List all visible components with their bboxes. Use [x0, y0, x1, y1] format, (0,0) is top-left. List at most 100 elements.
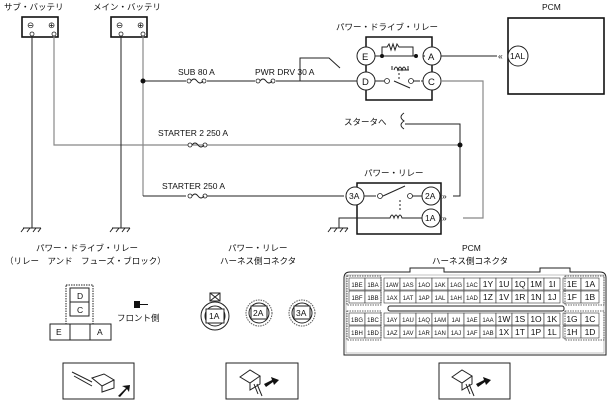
- pdr-connector-title: パワー・ドライブ・リレー: [36, 243, 138, 254]
- pr-connector-title: パワー・リレー: [228, 244, 288, 254]
- pcm-pin-1bd: 1BD: [364, 325, 382, 339]
- pcm-pin-1bf: 1BF: [348, 290, 366, 304]
- pcm-pin-1az: 1AZ: [383, 325, 401, 339]
- pcm-pin-1ad: 1AD: [463, 290, 481, 304]
- svg-text:1AU: 1AU: [402, 318, 414, 324]
- pcm-pin-1aq: 1AQ: [415, 312, 433, 326]
- svg-text:1G: 1G: [566, 314, 577, 324]
- main-battery-negative-icon: ⊖: [116, 21, 123, 31]
- pcm-pin-1ag: 1AG: [447, 277, 465, 291]
- svg-text:1AL: 1AL: [435, 296, 446, 302]
- svg-text:D: D: [362, 77, 369, 88]
- pcm-pin-group: [564, 275, 605, 306]
- starter2-wire: [53, 36, 460, 146]
- pcm-pin-1ay: 1AY: [383, 312, 401, 326]
- svg-text:1Q: 1Q: [514, 279, 526, 289]
- pdr-connector-subtitle: （リレー アンド フューズ・ブロック）: [5, 256, 166, 267]
- svg-text:1AE: 1AE: [466, 318, 477, 324]
- svg-text:1C: 1C: [585, 314, 596, 324]
- pcm-pin-1z: 1Z: [479, 290, 497, 304]
- svg-text:1Z: 1Z: [483, 292, 493, 302]
- pcm-pin-1ap: 1AP: [415, 290, 433, 304]
- pcm-pin-1ab: 1AB: [479, 325, 497, 339]
- pcm-pin-1d: 1D: [580, 325, 600, 339]
- sub-battery: ⊖ ⊕: [21, 16, 59, 38]
- junction-dot: [457, 142, 463, 148]
- pcm-pin-1ar: 1AR: [415, 325, 433, 339]
- pcm-pin-1bh: 1BH: [348, 325, 366, 339]
- svg-text:A: A: [97, 327, 103, 337]
- svg-text:1W: 1W: [498, 314, 511, 324]
- pcm-pin-1h: 1H: [562, 325, 582, 339]
- sub-battery-label: サブ・バッテリ: [4, 2, 64, 13]
- svg-text:1M: 1M: [530, 279, 542, 289]
- svg-text:1AZ: 1AZ: [386, 331, 397, 337]
- power-relay-title: パワー・リレー: [364, 169, 424, 179]
- pcm-pin-group: [564, 310, 605, 341]
- svg-text:1AJ: 1AJ: [451, 331, 461, 337]
- fuse-starter-icon: [187, 193, 208, 199]
- terminal-1a: 1A »: [421, 208, 447, 228]
- terminal-2a: 2A »: [421, 186, 447, 206]
- pcm-pin-1n: 1N: [527, 290, 545, 304]
- svg-text:1AK: 1AK: [434, 283, 445, 289]
- svg-text:1AL: 1AL: [510, 51, 525, 61]
- pcm-pin-1bc: 1BC: [364, 312, 382, 326]
- pcm-pin-1aw: 1AW: [383, 277, 401, 291]
- svg-text:1A: 1A: [209, 311, 220, 321]
- svg-text:1AP: 1AP: [418, 296, 429, 302]
- svg-text:1T: 1T: [515, 327, 525, 337]
- pcm-pin-1f: 1F: [562, 290, 582, 304]
- svg-text:1S: 1S: [515, 314, 526, 324]
- pcm-pin-1a: 1A: [580, 277, 600, 291]
- svg-text:2A: 2A: [253, 308, 264, 318]
- svg-text:A: A: [428, 52, 435, 63]
- pcm-pin-1m: 1M: [527, 277, 545, 291]
- svg-text:1N: 1N: [531, 292, 542, 302]
- power-drive-relay: [365, 36, 433, 101]
- pcm-pin-1ah: 1AH: [447, 290, 465, 304]
- fuse-pwrdrv30-label: PWR DRV 30 A: [255, 67, 315, 77]
- svg-text:2A: 2A: [425, 191, 436, 201]
- svg-text:1B: 1B: [585, 292, 596, 302]
- pdr-connector: D C E A: [49, 284, 112, 341]
- main-battery: ⊖ ⊕: [110, 16, 148, 38]
- pcm-pin-1bb: 1BB: [364, 290, 382, 304]
- svg-text:1O: 1O: [530, 314, 542, 324]
- main-battery-positive-icon: ⊕: [137, 21, 144, 31]
- pr-connector-view-icon: [225, 362, 299, 400]
- svg-text:E: E: [362, 52, 368, 63]
- svg-text:1P: 1P: [531, 327, 542, 337]
- pcm-pin-1au: 1AU: [399, 312, 417, 326]
- svg-text:1AY: 1AY: [387, 318, 398, 324]
- pcm-pin-1ba: 1BA: [364, 277, 382, 291]
- fuse-sub80-label: SUB 80 A: [178, 67, 215, 77]
- svg-text:C: C: [77, 305, 83, 315]
- pcm-pin-1o: 1O: [527, 312, 545, 326]
- fuse-starter2-label: STARTER 2 250 A: [158, 128, 228, 138]
- pcm-pin-1t: 1T: [511, 325, 529, 339]
- sub-battery-positive-icon: ⊕: [48, 21, 55, 31]
- svg-text:1AF: 1AF: [466, 331, 477, 337]
- svg-text:1Y: 1Y: [483, 279, 494, 289]
- pcm-pin-1ai: 1AI: [447, 312, 465, 326]
- svg-text:1D: 1D: [585, 327, 596, 337]
- ground-icon: [109, 227, 131, 233]
- pcm-terminal-1al: « 1AL: [498, 45, 529, 67]
- svg-text:1AM: 1AM: [434, 318, 446, 324]
- pcm-title: PCM: [542, 2, 561, 12]
- svg-text:3A: 3A: [349, 191, 360, 201]
- pcm-pin-1l: 1L: [543, 325, 561, 339]
- svg-text:1A: 1A: [425, 213, 436, 223]
- e-d-wire: [299, 57, 341, 81]
- pcm-pin-1u: 1U: [495, 277, 513, 291]
- fuse-pwrdrv30-icon: [255, 78, 276, 84]
- pcm-pin-1as: 1AS: [399, 277, 417, 291]
- pcm-pin-1x: 1X: [495, 325, 513, 339]
- svg-text:1BA: 1BA: [367, 283, 378, 289]
- starter-label: スタータへ: [344, 118, 387, 128]
- pcm-connector-view-icon: [438, 362, 511, 400]
- svg-text:1BH: 1BH: [351, 331, 363, 337]
- svg-text:1AC: 1AC: [466, 283, 478, 289]
